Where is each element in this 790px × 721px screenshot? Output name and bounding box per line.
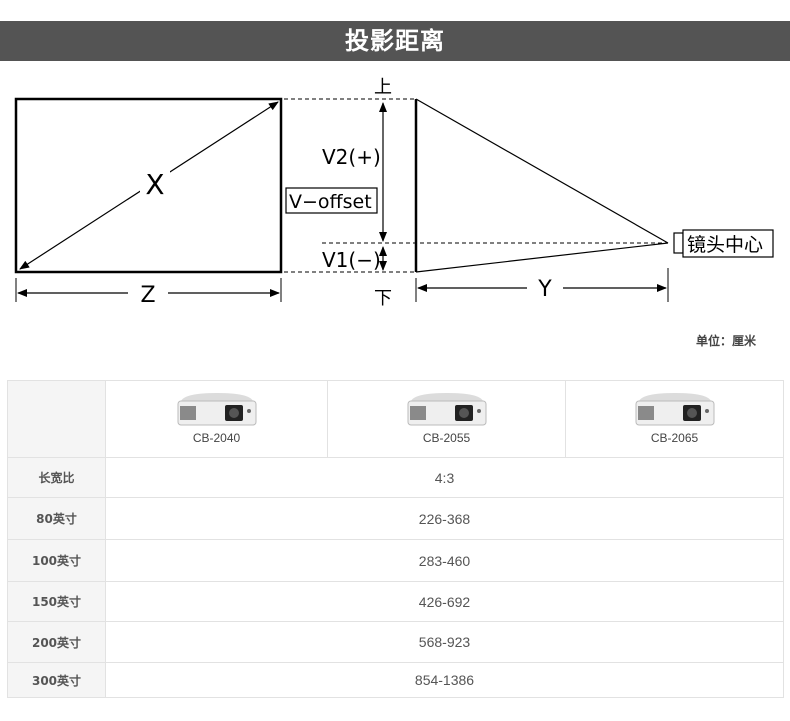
page-title: 投影距离 <box>0 21 790 61</box>
model-header-row: CB-2040 CB-2055 CB-2065 <box>7 380 784 458</box>
projection-distance-table: CB-2040 CB-2055 CB-2065 <box>7 380 784 698</box>
unit-note: 单位：厘米 <box>696 334 757 348</box>
row-value: 4:3 <box>105 457 784 498</box>
table-row: 150英寸 426-692 <box>7 581 784 622</box>
label-v2: V2(+) <box>322 145 381 169</box>
table-row: 80英寸 226-368 <box>7 497 784 540</box>
projector-image <box>635 393 714 426</box>
label-z: Z <box>140 283 155 308</box>
model-name: CB-2065 <box>650 431 699 445</box>
model-name: CB-2055 <box>422 431 471 445</box>
corner-cell <box>7 380 106 458</box>
voffset-box <box>285 187 378 214</box>
row-value: 283-460 <box>105 539 784 582</box>
row-label: 150英寸 <box>7 581 106 622</box>
model-name: CB-2040 <box>192 431 241 445</box>
projection-distance-diagram: X Z 上 下 V2(+) V1(−) V−offset 镜头中心 Y <box>14 77 774 309</box>
projector-image <box>407 393 486 426</box>
label-bottom: 下 <box>374 288 392 309</box>
label-top: 上 <box>374 77 392 98</box>
model-cell-2: CB-2055 <box>327 380 566 458</box>
row-value: 568-923 <box>105 621 784 663</box>
table-row: 长宽比 4:3 <box>7 457 784 498</box>
row-value: 854-1386 <box>105 662 784 698</box>
label-lens-center: 镜头中心 <box>687 234 763 256</box>
label-x: X <box>145 168 164 201</box>
screen-rect <box>14 97 283 274</box>
table-row: 100英寸 283-460 <box>7 539 784 582</box>
table-row: 300英寸 854-1386 <box>7 662 784 698</box>
row-label: 200英寸 <box>7 621 106 663</box>
row-value: 226-368 <box>105 497 784 540</box>
label-v1: V1(−) <box>322 248 381 272</box>
row-value: 426-692 <box>105 581 784 622</box>
row-label: 80英寸 <box>7 497 106 540</box>
table-row: 200英寸 568-923 <box>7 621 784 663</box>
label-y: Y <box>537 277 552 302</box>
model-cell-3: CB-2065 <box>565 380 784 458</box>
projector-image <box>177 393 256 426</box>
lens-center-box <box>682 229 774 258</box>
label-voffset: V−offset <box>289 191 372 213</box>
model-cell-1: CB-2040 <box>105 380 328 458</box>
row-label: 300英寸 <box>7 662 106 698</box>
row-label: 长宽比 <box>7 457 106 498</box>
row-label: 100英寸 <box>7 539 106 582</box>
